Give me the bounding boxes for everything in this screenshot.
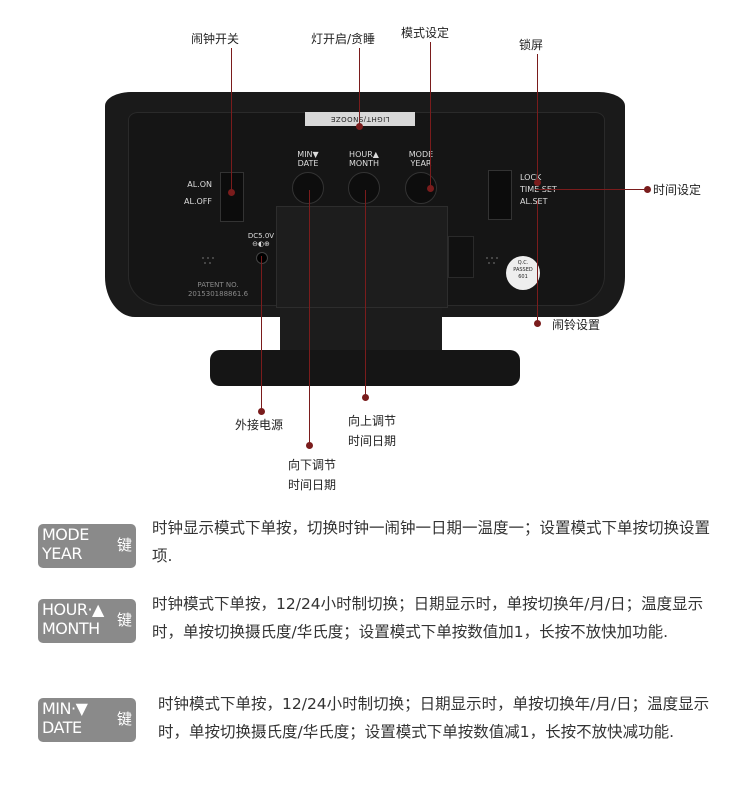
alarm-switch[interactable] bbox=[220, 172, 244, 222]
al-off-label: AL.OFF bbox=[184, 197, 212, 206]
battery-cover bbox=[276, 206, 448, 308]
badge-line-1: HOUR·▲ bbox=[42, 600, 104, 619]
callout-dot-alarm-switch bbox=[228, 189, 235, 196]
callout-line-down bbox=[309, 190, 310, 446]
hour-month-description: 时钟模式下单按，12/24小时制切换；日期显示时，单按切换年/月/日；温度显示时… bbox=[152, 595, 704, 641]
callout-up-adjust-2: 时间日期 bbox=[348, 434, 397, 448]
callout-dot-lock bbox=[534, 179, 541, 186]
callout-line-light-snooze bbox=[359, 48, 360, 126]
qc-line-2: PASSED bbox=[513, 267, 533, 273]
callout-mode-set: 模式设定 bbox=[401, 26, 450, 40]
badge-line-1: MIN·▼ bbox=[42, 699, 88, 718]
callout-lock-screen: 锁屏 bbox=[519, 38, 544, 52]
callout-line-time-set bbox=[535, 189, 647, 190]
patent-number: 201530188861.6 bbox=[187, 290, 249, 298]
mode-year-key-badge: MODE YEAR 键 bbox=[38, 524, 136, 568]
callout-down-adjust-2: 时间日期 bbox=[288, 478, 337, 492]
callout-alarm-set: 闹铃设置 bbox=[552, 318, 601, 332]
dc-label: DC5.0V bbox=[247, 232, 275, 240]
callout-line-alarm-switch bbox=[231, 48, 232, 192]
callout-line-lock bbox=[537, 54, 538, 182]
callout-dot-power bbox=[258, 408, 265, 415]
callout-time-set: 时间设定 bbox=[653, 183, 702, 197]
badge-line-2: MONTH bbox=[42, 619, 100, 638]
al-on-label: AL.ON bbox=[187, 180, 212, 189]
hour-month-key-badge: HOUR·▲ MONTH 键 bbox=[38, 599, 136, 643]
callout-line-alarm-set bbox=[537, 200, 538, 324]
badge-line-1: MODE bbox=[42, 525, 89, 544]
hour-month-button[interactable] bbox=[348, 172, 380, 204]
min-label-1: MIN▼ bbox=[297, 150, 319, 159]
hour-label-2: MONTH bbox=[348, 159, 380, 168]
mode-label-1: MODE bbox=[408, 150, 434, 159]
badge-key-label: 键 bbox=[116, 536, 132, 554]
dc-polarity-icon: ⊖◐⊕ bbox=[252, 240, 270, 248]
lock-time-alarm-switch[interactable] bbox=[488, 170, 512, 220]
badge-line-2: DATE bbox=[42, 718, 82, 737]
badge-line-2: YEAR bbox=[42, 544, 82, 563]
callout-up-adjust-1: 向上调节 bbox=[348, 414, 397, 428]
badge-key-label: 键 bbox=[116, 611, 132, 629]
callout-dot-time-set bbox=[644, 186, 651, 193]
callout-light-snooze: 灯开启/贪睡 bbox=[311, 32, 376, 46]
patent-label: PATENT NO. bbox=[197, 281, 239, 289]
callout-down-adjust-1: 向下调节 bbox=[288, 458, 337, 472]
qc-line-1: Q.C. bbox=[517, 260, 529, 266]
min-date-description: 时钟模式下单按，12/24小时制切换；日期显示时，单按切换年/月/日；温度显示时… bbox=[158, 695, 710, 741]
lock-label: LOCK bbox=[520, 173, 542, 182]
battery-clip bbox=[448, 236, 474, 278]
qc-sticker: Q.C. PASSED 601 bbox=[506, 256, 540, 290]
callout-dot-down bbox=[306, 442, 313, 449]
callout-line-up bbox=[365, 190, 366, 398]
callout-line-power bbox=[261, 256, 262, 412]
callout-dot-mode-set bbox=[427, 185, 434, 192]
callout-alarm-switch: 闹钟开关 bbox=[191, 32, 240, 46]
dc-jack[interactable] bbox=[256, 252, 268, 264]
mode-label-2: YEAR bbox=[410, 159, 432, 168]
min-date-button[interactable] bbox=[292, 172, 324, 204]
min-date-key-badge: MIN·▼ DATE 键 bbox=[38, 698, 136, 742]
al-set-label: AL.SET bbox=[520, 197, 548, 206]
callout-dot-alarm-set bbox=[534, 320, 541, 327]
callout-dot-light-snooze bbox=[356, 123, 363, 130]
callout-external-power: 外接电源 bbox=[235, 418, 284, 432]
hour-label-1: HOUR▲ bbox=[349, 150, 379, 159]
callout-line-mode-set bbox=[430, 42, 431, 188]
mode-year-description: 时钟显示模式下单按，切换时钟一闹钟一日期一温度一；设置模式下单按切换设置项. bbox=[152, 519, 711, 565]
speaker-grill-right bbox=[484, 255, 502, 269]
badge-key-label: 键 bbox=[116, 710, 132, 728]
min-label-2: DATE bbox=[297, 159, 319, 168]
speaker-grill-left bbox=[200, 255, 218, 269]
qc-line-3: 601 bbox=[518, 274, 528, 280]
stand-neck bbox=[280, 308, 442, 358]
callout-dot-up bbox=[362, 394, 369, 401]
